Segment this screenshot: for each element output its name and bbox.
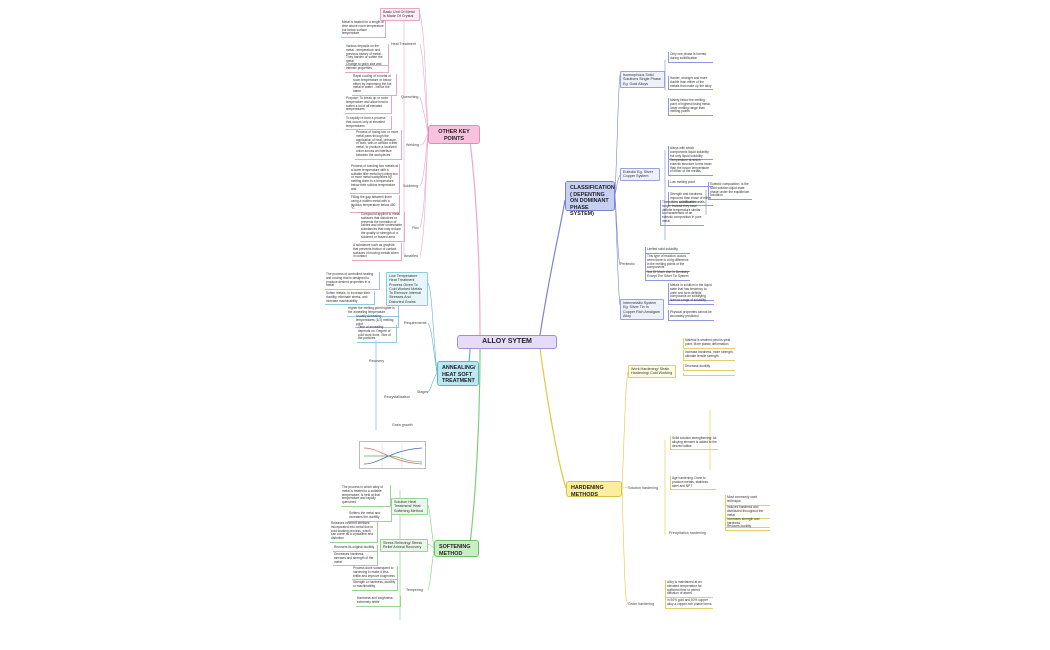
note-soldering-gap: Filling the gap between them using a mol…: [350, 195, 400, 214]
note-purpose: Purpose: To break up or room temperature…: [345, 96, 392, 115]
note-age-hardening: Age hardening: Done to produce metals, s…: [670, 476, 716, 491]
note-inter-narrow: Narrow range of solubility: [668, 298, 714, 305]
note-eut-solubility: Alloys with which components liquid solu…: [668, 146, 713, 161]
note-iso-single-phase: Only one phase is formed during solidifi…: [668, 52, 713, 63]
note-anneal-process: The process of controlled heating and co…: [325, 272, 380, 291]
note-work-increase: Decrease ductility: [683, 364, 735, 371]
note-rapid-reform: To rapidly re-form a process that occurs…: [345, 116, 392, 131]
note-peri-silver-tin: Not Of Much Use In Dentistry Except The …: [645, 270, 690, 281]
subnode-solution-hardening[interactable]: Solution hardening: [628, 486, 658, 490]
note-solution-process: The process in which alloy of metal is h…: [341, 485, 391, 507]
subnode-peritectic[interactable]: Peritectic: [620, 262, 635, 266]
note-temper-strength: Strength or hardness, ductility or machi…: [352, 580, 398, 591]
root-node[interactable]: ALLOY SYTEM: [457, 335, 557, 349]
note-eut-strength: Strength and hardness improved than thos…: [668, 192, 713, 207]
note-solution-softens: Softens the metal and increases the duct…: [348, 511, 392, 522]
note-eut-low-melting: Low melting point: [668, 180, 713, 187]
note-precip-strength: Increases strength and hardness: [725, 517, 770, 528]
note-solid-solution: Solid solution strengthening: As alloyin…: [670, 436, 718, 451]
note-welding: Process of fusing two or more metal part…: [355, 130, 402, 160]
branch-annealing[interactable]: ANNEALING/ HEAT SOFT TREATMENT: [437, 361, 479, 386]
note-stress-decreases: Decreases hardness, stresses and strengt…: [333, 552, 378, 567]
note-peri-reaction: This type of reaction occurs when there …: [645, 254, 690, 273]
note-iso-melting: Mainly below the melting point of highes…: [668, 98, 713, 117]
note-stress-release: Releases inherent stresses incorporated …: [330, 521, 378, 543]
note-quenching: Rapid cooling of a metal of room tempera…: [352, 74, 397, 96]
note-req-time: Time of annealing depends on: Degree of …: [357, 325, 397, 344]
subnode-isomorphous[interactable]: Isomorphous Solid Solutions Single Phase…: [620, 71, 665, 88]
subnode-welding[interactable]: Welding: [406, 143, 419, 147]
note-stress-recovers: Recovers its original ductility: [333, 545, 378, 552]
stage-grain-growth[interactable]: Grain growth: [392, 423, 413, 427]
note-req-temp: Usually Annealing temperatures (1/2) mel…: [355, 314, 399, 329]
note-eut-temperature: Temperature at which eutectic structure …: [668, 158, 713, 177]
subnode-precipitation[interactable]: Precipitation hardening: [669, 531, 706, 535]
branch-hardening[interactable]: HARDENING METHODS: [566, 481, 622, 498]
annealing-diagram: [359, 441, 426, 469]
subnode-requirements[interactable]: Requirements: [404, 321, 427, 325]
note-work-temp: Increase hardness, more strength, ultima…: [683, 350, 735, 361]
note-iso-harder: Harder, stronger and more ductile than e…: [668, 76, 713, 91]
subnode-quenching[interactable]: Quenching: [401, 95, 419, 99]
subnode-tempering[interactable]: Tempering: [406, 588, 423, 592]
subnode-soldering[interactable]: Soldering: [403, 184, 419, 188]
note-various-deposits: Various deposits on the metal - temperat…: [345, 44, 389, 66]
stage-recovery[interactable]: Recovery: [369, 359, 385, 363]
note-inter-metals: Metals in solution in the liquid state t…: [668, 283, 714, 302]
note-order-gold-copper: In 50% gold and 50% copper alloy a coppe…: [665, 598, 713, 609]
annealing-curve-icon: [363, 444, 423, 468]
subnode-basic-unit[interactable]: Basic Unit Of Metal is Made Of Crystal: [380, 8, 420, 21]
note-eut-composition: Eutectic composition: is the solid solut…: [708, 182, 752, 201]
note-amalfied: A substance such as graphite that preven…: [352, 243, 402, 262]
note-eut-no-range: There is no solidification range; instea…: [660, 200, 704, 226]
note-grain-size: Change to grain size and intrinsic prope…: [345, 62, 389, 73]
subnode-order-hardening[interactable]: Order hardening: [628, 602, 655, 606]
note-temper-process: Process done subsequent to hardening to …: [352, 566, 398, 581]
subnode-solution-heat[interactable]: Solution Heat Treatment/ Heat Softening …: [391, 498, 428, 515]
subnode-work-hardening[interactable]: Work Hardening/ Strain Hardening/ Cold W…: [628, 365, 676, 378]
note-flux: Compound applied to metal surfaces that …: [360, 212, 405, 242]
subnode-eutectic[interactable]: Eutectic Eg. Silver Copper System: [620, 168, 660, 181]
note-heat-treatment: Metal is heated for a length of time abo…: [341, 20, 386, 39]
note-peri-solubility: Limited solid solubility: [645, 247, 690, 254]
subnode-stages[interactable]: Stages: [417, 390, 429, 394]
subnode-heat-treatment[interactable]: Heat Treatment: [391, 42, 416, 46]
note-temper-toughness: Hardness and toughness, extremely brittl…: [356, 596, 401, 607]
subnode-low-temp-heat[interactable]: Low Temperature Heat Treatment Process G…: [386, 272, 428, 307]
note-anneal-soften: Soften metals, to increase their ductili…: [325, 291, 375, 306]
subnode-stress-relieving[interactable]: Stress Relieving/ Stress Relief Anneal R…: [380, 539, 428, 552]
note-precip-distributed: Induces hardness and distributed through…: [725, 505, 770, 520]
note-soldering: Process of bonding two metals at a lower…: [350, 164, 400, 194]
note-req-melting: Higher the melting point higher is the a…: [347, 306, 399, 317]
branch-classification[interactable]: CLASSIFICATION ( DEPENTING ON DOMINANT P…: [565, 181, 615, 217]
note-inter-physical: Physical properties cannot be accurately…: [668, 310, 714, 321]
note-precip-common: Most commonly used technique: [725, 495, 770, 506]
note-precip-ductility: Reduces ductility: [725, 524, 770, 531]
note-work-ductility: [683, 373, 735, 376]
subnode-amalfied[interactable]: Amalfied: [404, 254, 418, 258]
branch-softening[interactable]: SOFTENING METHOD: [434, 540, 479, 557]
note-work-strained: Material is strained past its yield poin…: [683, 338, 735, 349]
subnode-intermetallic[interactable]: Intermetallic System Eg. Silver Tin In C…: [620, 299, 664, 321]
stage-recrystallization[interactable]: Recrystallization: [384, 395, 411, 399]
branch-other-key-points[interactable]: OTHER KEY POINTS: [428, 125, 480, 144]
subnode-flux[interactable]: Flux: [412, 226, 419, 230]
note-order-elevated: Alloy is maintained at an elevated tempe…: [665, 580, 713, 599]
